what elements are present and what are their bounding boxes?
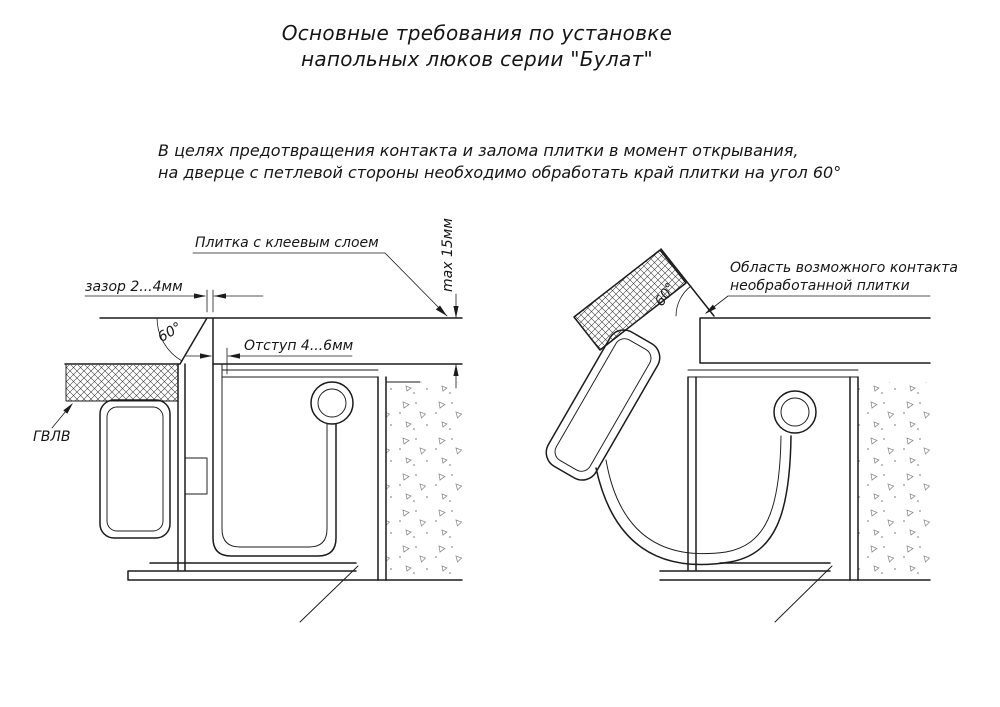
mount-bracket: [184, 457, 208, 495]
tile-section-lines: [64, 317, 463, 365]
offset-arrow-right: [200, 353, 212, 359]
contact-area-label-line1: Область возможного контакта: [730, 260, 958, 276]
title-line1: Основные требования по установке: [282, 21, 673, 45]
right-angle-arc: [675, 285, 692, 317]
left-angle-label: 60°: [155, 319, 185, 345]
fixed-tile-section: [699, 317, 931, 364]
contact-leader-line: [705, 295, 931, 314]
frame-profile-outer: [99, 399, 171, 539]
hinge-arm-inner: [221, 363, 328, 548]
frame-flange-lines: [687, 369, 859, 378]
note-line2: на дверце с петлевой стороны необходимо …: [158, 163, 841, 182]
title-line2: напольных люков серии "Булат": [301, 47, 653, 71]
max-arrow-up: [453, 364, 459, 376]
left-diagram-closed-hatch: [51, 252, 463, 623]
note-line1: В целях предотвращения контакта и залома…: [158, 141, 798, 160]
door-pan-outer: [545, 329, 661, 481]
frame-bottom-lines: [659, 562, 931, 581]
frame-right-wall: [377, 376, 387, 581]
hinge-arm-outer: [595, 435, 792, 566]
contact-plane-line: [660, 248, 715, 317]
tile-leader-arrow: [435, 305, 447, 316]
frame-profile-inner: [106, 406, 164, 532]
right-diagram-open-hatch: [545, 248, 931, 623]
frame-corner-cut: [774, 565, 833, 623]
contact-leader-arrow: [705, 304, 716, 314]
gvl-leader-arrow: [63, 403, 73, 414]
gap-dimension-label: зазор 2...4мм: [85, 279, 183, 295]
frame-bottom-lines: [127, 562, 463, 581]
text-layer: Основные требования по установке напольн…: [33, 21, 958, 445]
door-sheet-lines: [221, 369, 379, 378]
frame-walls: [687, 376, 859, 581]
hinge-pin-inner: [317, 388, 347, 418]
hinge-pin-inner: [780, 397, 810, 427]
tile-layer-label: Плитка с клеевым слоем: [195, 235, 379, 251]
left-angle-arc: [156, 317, 183, 362]
offset-arrow-left: [228, 353, 240, 359]
gap-dimension-lines: [84, 289, 264, 313]
frame-left-wall: [177, 363, 186, 571]
door-pan-inner: [554, 338, 652, 472]
tile-leader-line: [192, 252, 448, 317]
max-height-label: max 15мм: [440, 218, 456, 292]
hinge-arm-outer: [212, 363, 337, 557]
hinge-arm-inner: [605, 435, 782, 555]
open-door-pan: [545, 329, 661, 481]
dimension-arrowheads: [63, 293, 716, 414]
hinge-pin-outer: [773, 390, 817, 434]
contact-area-label-line2: необработанной плитки: [730, 278, 910, 294]
open-tile-crosshatch: [573, 249, 687, 351]
concrete-area-right: [858, 382, 930, 580]
offset-dimension-label: Отступ 4...6мм: [244, 338, 354, 354]
gvl-outline: [65, 364, 179, 402]
gvl-crosshatch-area: [66, 365, 178, 401]
frame-corner-cut: [299, 565, 359, 623]
concrete-area-left: [386, 382, 462, 580]
gap-arrow-left: [214, 293, 226, 299]
hinge-pin-outer: [310, 381, 354, 425]
gap-arrow-right: [194, 293, 206, 299]
gvl-label: ГВЛВ: [33, 429, 71, 445]
max-arrow-down: [453, 306, 459, 318]
